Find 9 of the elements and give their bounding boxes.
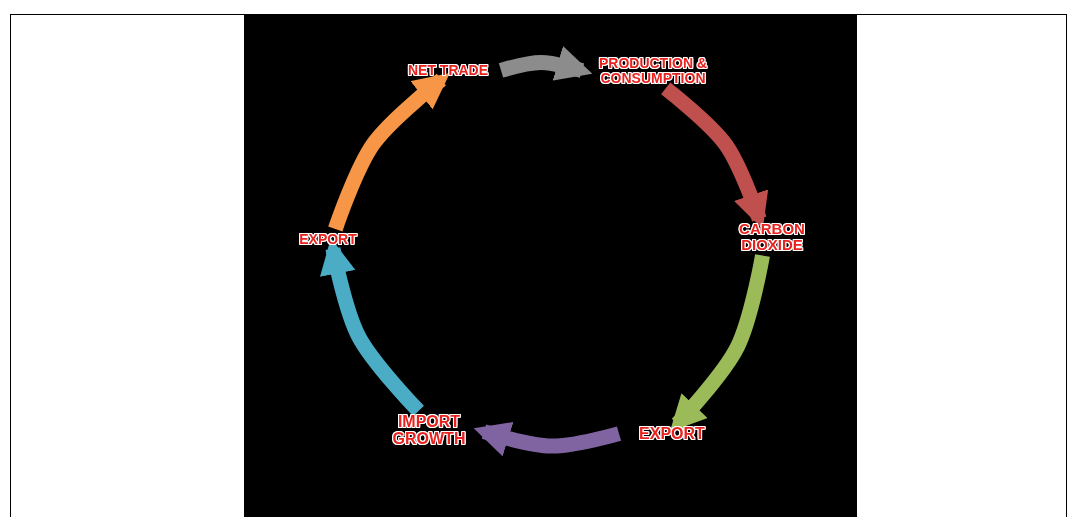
cycle-step-label: EXPORT bbox=[638, 426, 706, 443]
block-arrow bbox=[473, 421, 621, 457]
cycle-step-label: EXPORT bbox=[298, 232, 358, 247]
block-arrow bbox=[498, 46, 593, 81]
cycle-step-label: IMPORT GROWTH bbox=[391, 414, 467, 448]
block-arrow bbox=[328, 73, 450, 232]
cycle-step-label: CARBON DIOXIDE bbox=[738, 221, 806, 253]
cycle-step-label: PRODUCTION & CONSUMPTION bbox=[597, 56, 709, 86]
cycle-step-label: NET TRADE bbox=[406, 63, 490, 78]
